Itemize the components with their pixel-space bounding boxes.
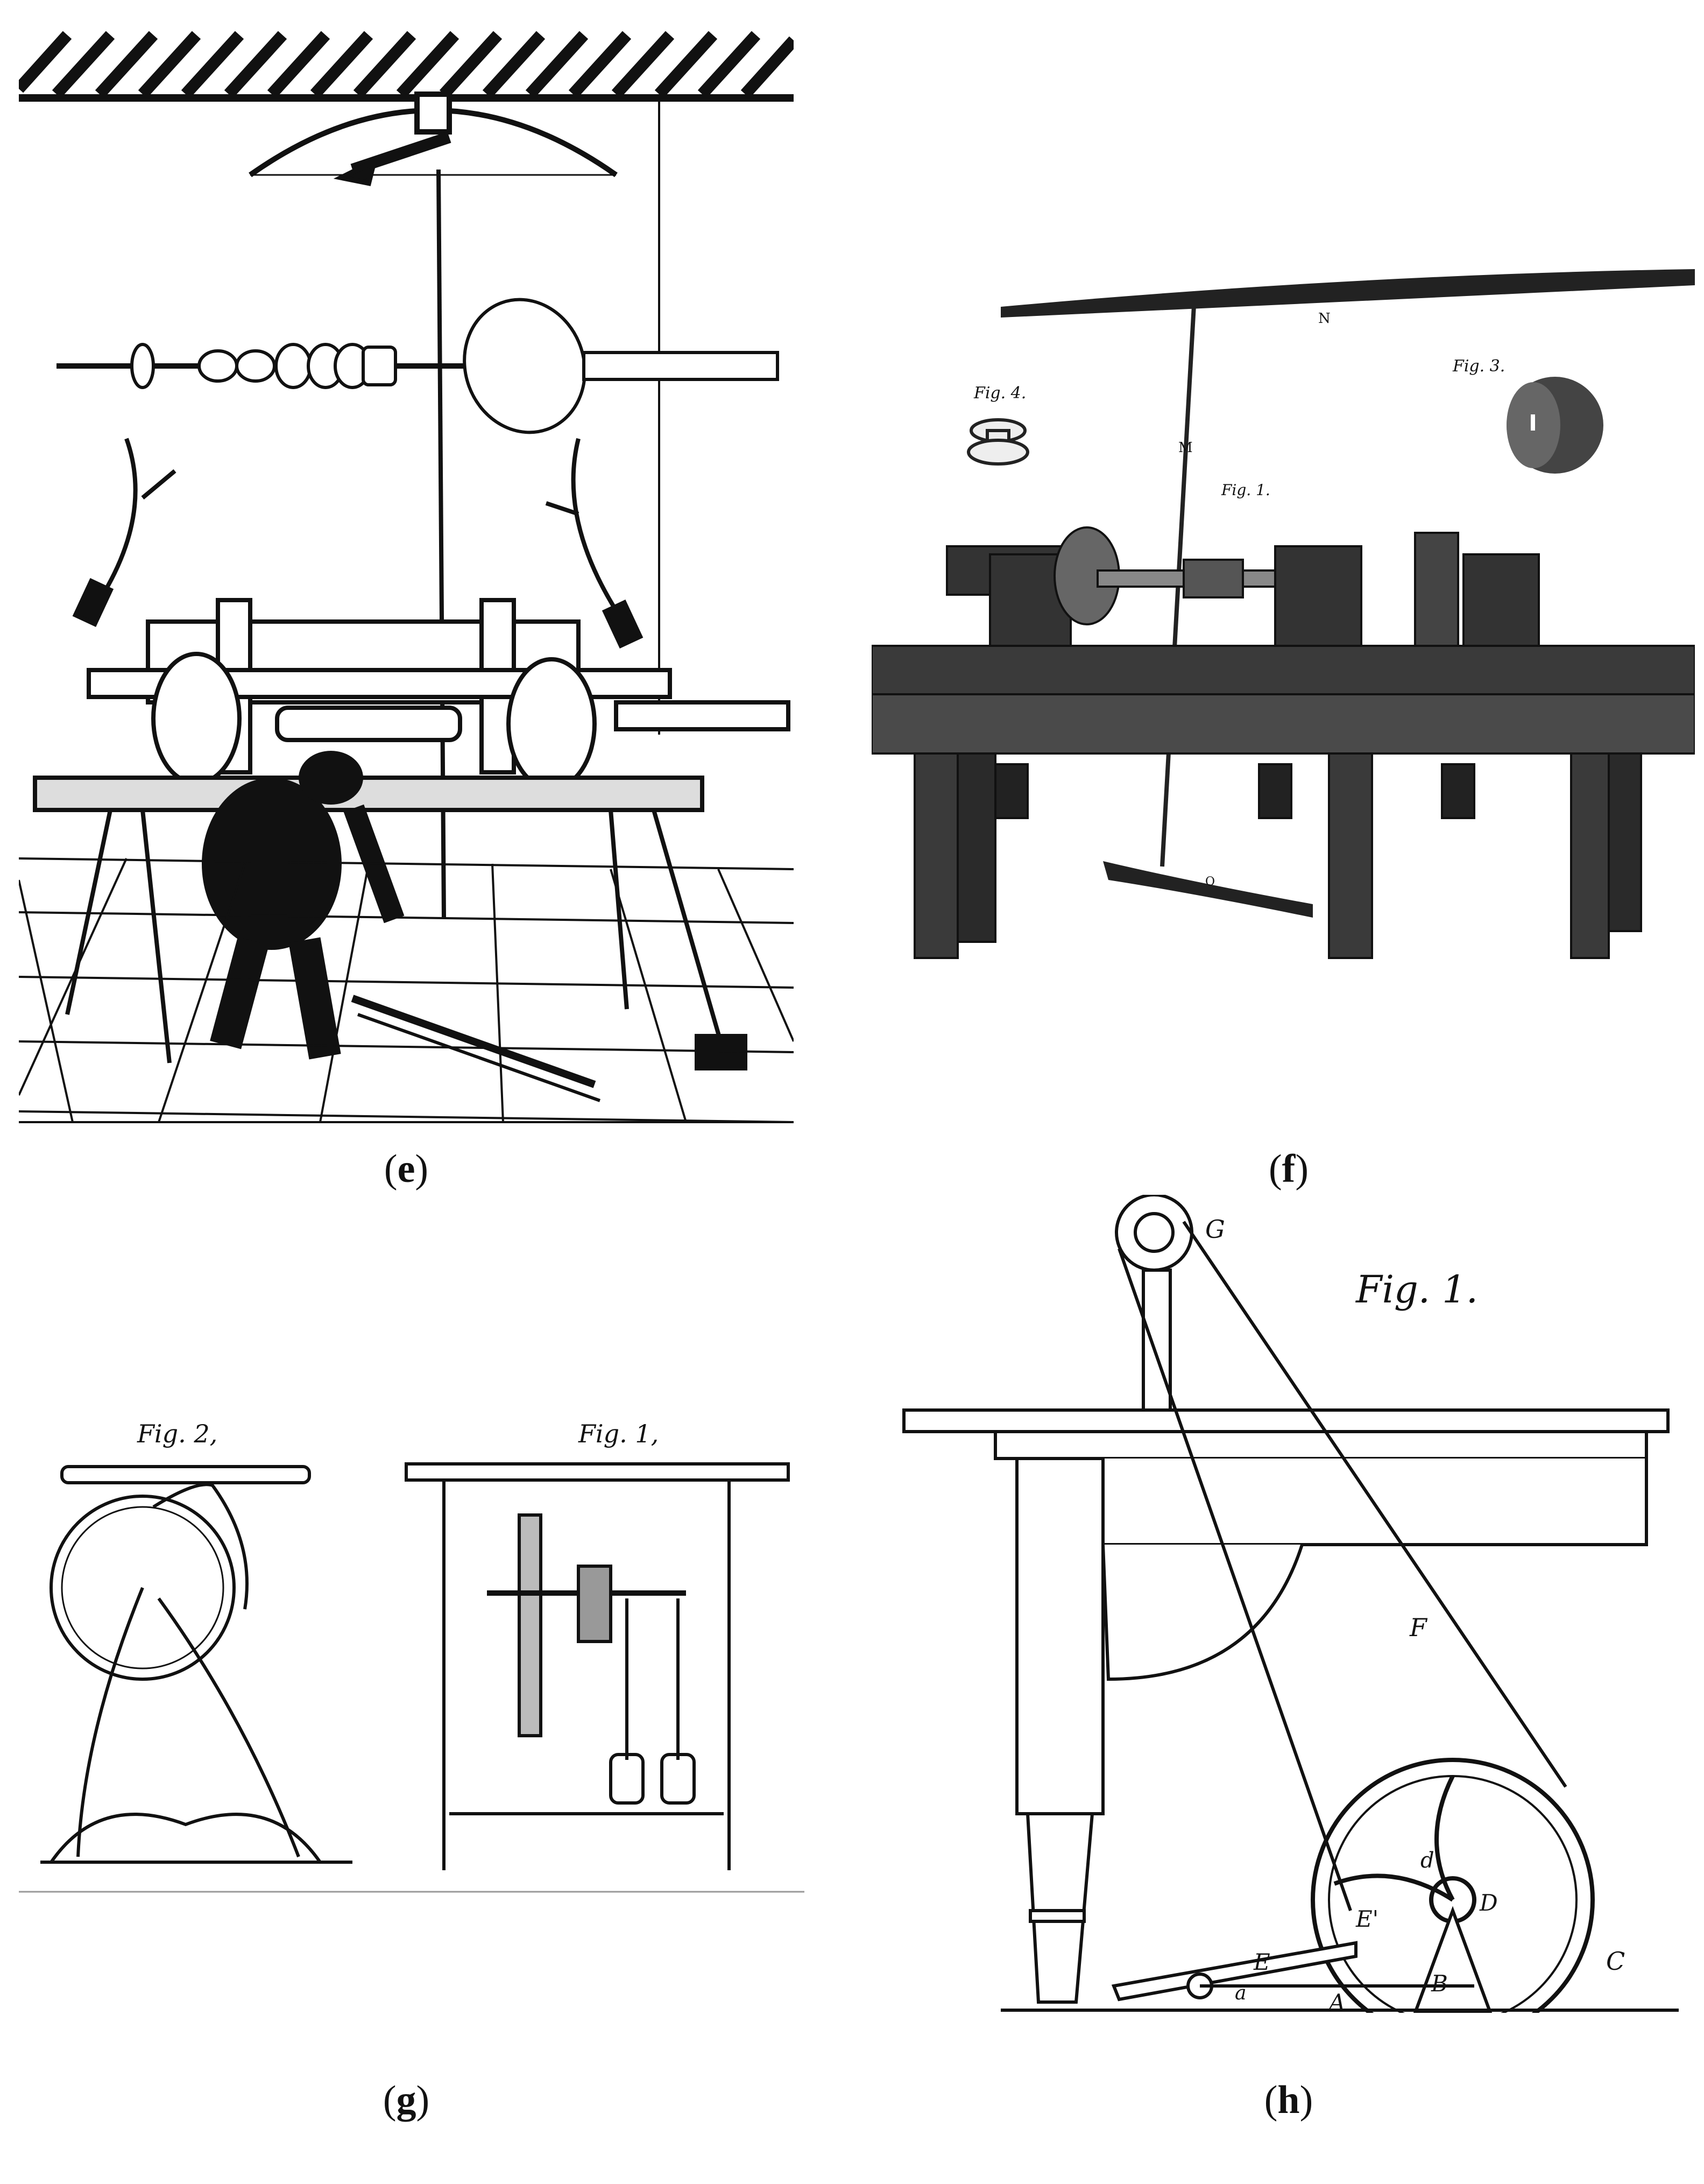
svg-text:D: D <box>1479 1890 1498 1916</box>
svg-text:d: d <box>1420 1848 1434 1873</box>
caption-h: (h) <box>1264 2078 1313 2122</box>
panel-h: Fig. 1. G F <box>882 1195 1689 2013</box>
patent-drawing-foot-powered-table: Fig. 1. G F <box>882 1195 1689 2013</box>
upper-spindle-workpiece <box>56 298 779 434</box>
overhead-bow <box>249 91 618 186</box>
svg-text:O: O <box>1205 875 1215 889</box>
flywheel-c <box>1311 1758 1595 2013</box>
drive-belt-f <box>1118 1221 1567 1911</box>
svg-text:a: a <box>1235 1982 1246 2004</box>
hanging-tools <box>72 438 644 649</box>
table-leg <box>1015 1457 1105 2004</box>
svg-text:Fig. 1.: Fig. 1. <box>1355 1267 1478 1312</box>
svg-text:G: G <box>1205 1215 1225 1244</box>
patent-drawing-treadle-table: Fig. 2, Fig. 1, <box>19 1383 804 1894</box>
tiled-floor <box>19 857 794 1123</box>
svg-text:Fig. 4.: Fig. 4. <box>973 384 1026 403</box>
panel-e <box>19 30 794 1128</box>
svg-text:M: M <box>1178 440 1193 456</box>
svg-text:A: A <box>1327 1989 1345 2013</box>
top-pulley-g <box>1115 1195 1193 1272</box>
panel-g: Fig. 2, Fig. 1, <box>19 1383 804 1894</box>
treadle <box>1103 861 1313 918</box>
svg-text:N: N <box>1318 311 1331 327</box>
fig3-wheel <box>1507 377 1603 474</box>
svg-text:Fig. 2,: Fig. 2, <box>137 1419 217 1448</box>
engraving-pole-lathe-bench: N Fig. 4. Fig. 3. M Fig. 1. <box>872 253 1695 969</box>
foot-pedal-e <box>1111 1941 1474 2002</box>
spring-pole <box>1001 269 1695 318</box>
table-top <box>902 1408 1670 1681</box>
caption-f: (f) <box>1269 1147 1309 1191</box>
svg-text:F: F <box>1409 1613 1428 1642</box>
svg-text:E': E' <box>1355 1906 1378 1932</box>
caption-g: (g) <box>383 2078 430 2122</box>
fig4-pulley <box>967 418 1029 466</box>
svg-text:E: E <box>1253 1949 1270 1975</box>
svg-text:Fig. 3.: Fig. 3. <box>1452 357 1505 376</box>
ceiling-beams <box>19 31 794 98</box>
engraving-bow-lathe-workshop <box>19 30 794 1128</box>
fig1-front-view <box>405 1462 790 1870</box>
svg-text:B: B <box>1431 1970 1448 1997</box>
svg-text:Fig. 1.: Fig. 1. <box>1221 481 1270 499</box>
turner-figure <box>202 751 405 1060</box>
fig2-side-view <box>40 1465 352 1864</box>
workbench <box>872 645 1695 959</box>
panel-f: N Fig. 4. Fig. 3. M Fig. 1. <box>872 253 1695 969</box>
svg-text:Fig. 1,: Fig. 1, <box>578 1419 659 1448</box>
svg-text:C: C <box>1606 1947 1625 1976</box>
caption-e: (e) <box>384 1147 429 1191</box>
